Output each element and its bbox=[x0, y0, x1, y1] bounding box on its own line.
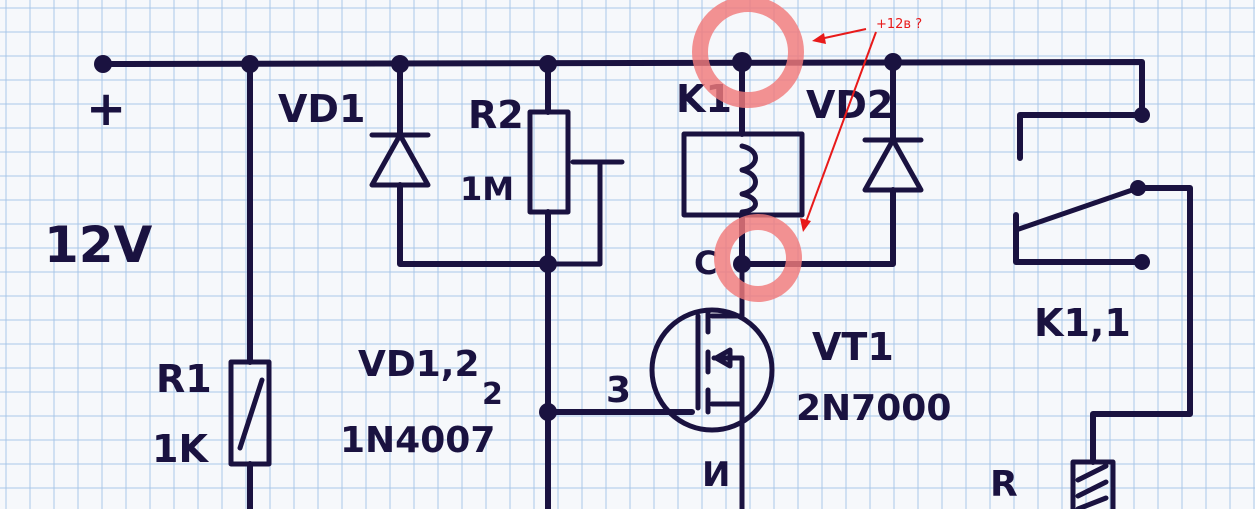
annotation-arrowhead-top bbox=[812, 33, 826, 44]
junction-dot bbox=[539, 403, 557, 421]
annotation-note: +12в ? bbox=[876, 17, 922, 32]
r2-resistor bbox=[527, 109, 571, 215]
junction-dots bbox=[94, 52, 1150, 421]
vt1-part-label: 2N7000 bbox=[796, 388, 951, 429]
vd12-subscript: 2 bbox=[482, 377, 503, 412]
k11-output-wire bbox=[1090, 185, 1193, 465]
highlight-circle-drain bbox=[714, 214, 802, 302]
contact-dot bbox=[1134, 254, 1150, 270]
r-bottom-label: R bbox=[990, 464, 1018, 505]
r-bottom-hatch bbox=[1075, 463, 1109, 509]
junction-dot bbox=[733, 255, 751, 273]
junction-dot bbox=[94, 55, 112, 73]
vd1-wire bbox=[397, 61, 551, 267]
top-rail-wire bbox=[100, 59, 1145, 118]
junction-dot bbox=[391, 55, 409, 73]
contact-dot bbox=[1134, 107, 1150, 123]
vt1-body-lead bbox=[711, 355, 745, 407]
k1-coil-box bbox=[681, 131, 805, 218]
annotation-arrow-drain bbox=[805, 31, 877, 223]
highlight-circle-top bbox=[692, 0, 804, 108]
k1-coil-turns bbox=[739, 143, 758, 215]
r2-value-label: 1M bbox=[460, 170, 514, 208]
junction-dot bbox=[884, 53, 902, 71]
k11-label: K1,1 bbox=[1034, 301, 1131, 345]
vd1-diode bbox=[369, 132, 431, 188]
k11-common-wire bbox=[1013, 212, 1145, 265]
r1-slash bbox=[237, 377, 265, 451]
junction-dot bbox=[241, 55, 259, 73]
c-pin-label: C bbox=[694, 244, 717, 282]
r2-label: R2 bbox=[468, 93, 524, 137]
r2-wiper bbox=[545, 159, 625, 267]
vt1-label: VT1 bbox=[812, 325, 894, 369]
annotation-arrowhead-drain bbox=[800, 218, 811, 232]
k11-switch-blade bbox=[1013, 185, 1141, 233]
gate-pin-label: 3 bbox=[606, 370, 631, 411]
annotation-arrow-top bbox=[819, 28, 867, 40]
junction-dot bbox=[732, 52, 752, 72]
junction-dot bbox=[539, 255, 557, 273]
vd1-label: VD1 bbox=[278, 87, 365, 131]
junction-dot bbox=[539, 55, 557, 73]
vt1-body bbox=[649, 307, 775, 433]
source-pin-label: И bbox=[702, 455, 730, 495]
vd2-diode bbox=[862, 137, 924, 193]
r-bottom-resistor bbox=[1070, 459, 1116, 509]
vt1-arrow bbox=[713, 347, 733, 369]
plus-label: + bbox=[86, 81, 126, 137]
contact-dot bbox=[1130, 180, 1146, 196]
vd12-label: VD1,2 bbox=[358, 344, 480, 385]
vd12-part-label: 1N4007 bbox=[340, 420, 495, 461]
supply-label: 12V bbox=[44, 216, 153, 274]
k11-top-wire bbox=[1017, 112, 1145, 161]
r1-value-label: 1K bbox=[152, 427, 209, 471]
r1-label: R1 bbox=[156, 357, 212, 401]
